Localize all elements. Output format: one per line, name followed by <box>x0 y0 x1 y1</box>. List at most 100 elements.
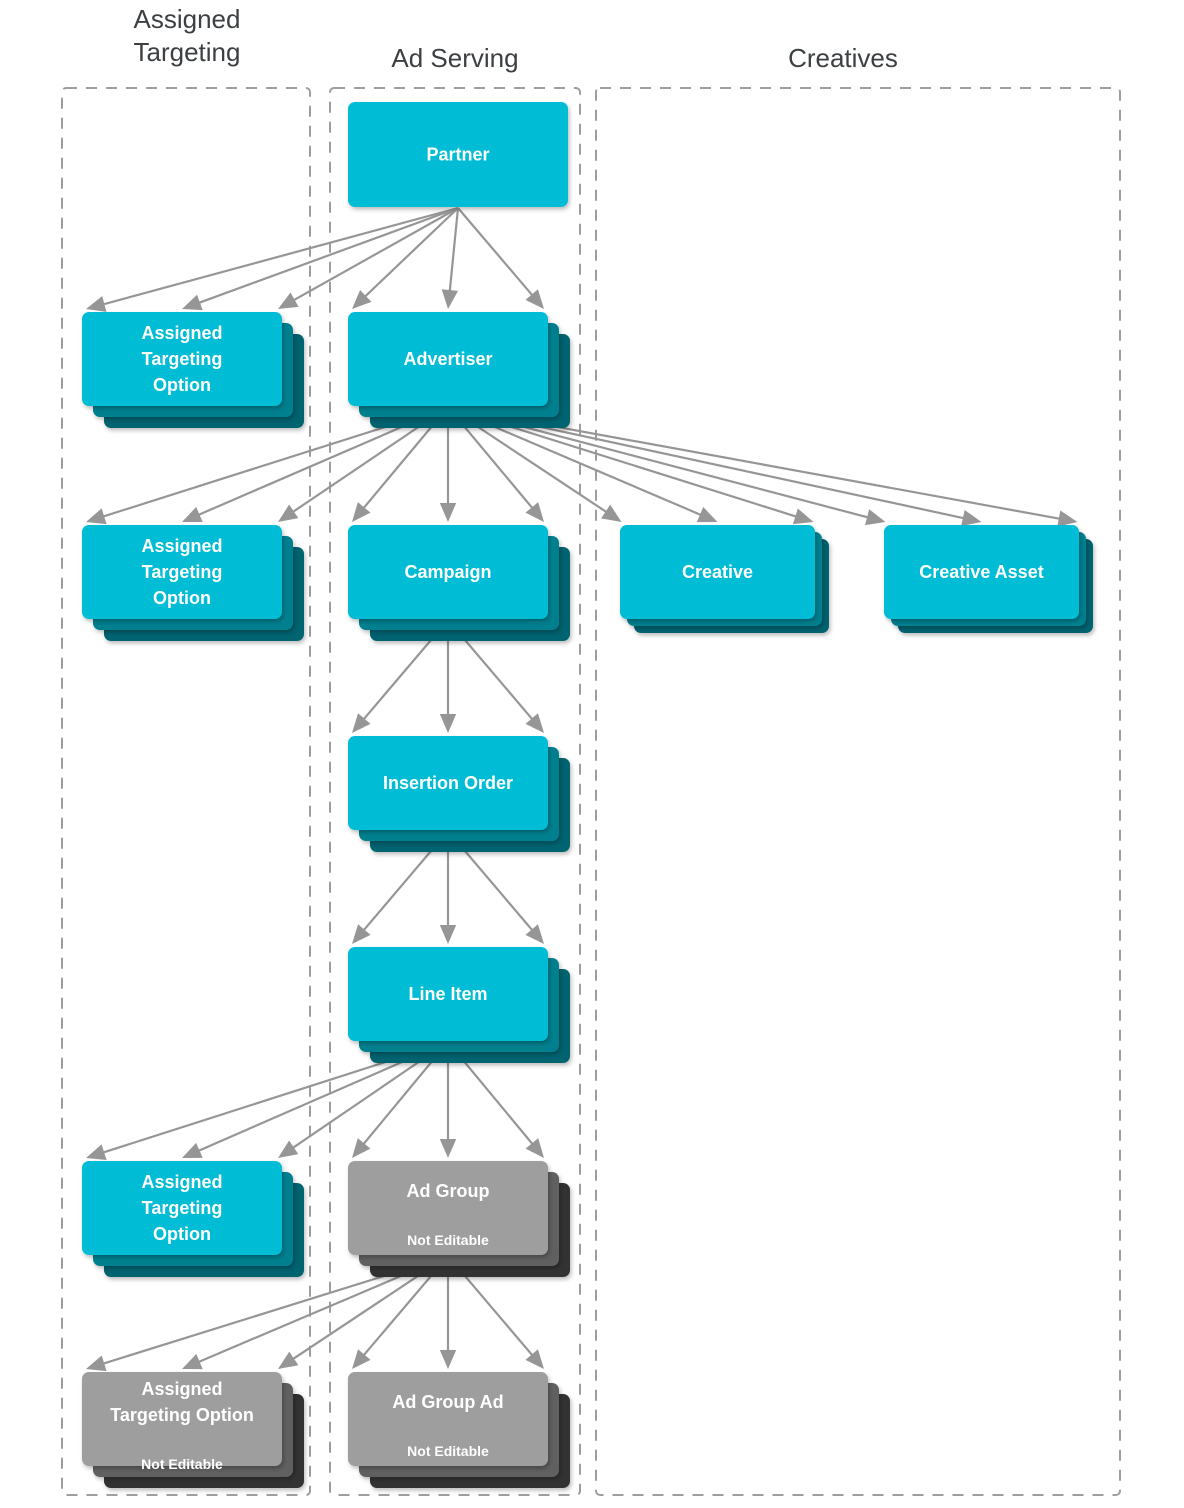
arrowhead-icon <box>278 504 299 522</box>
arrowhead-icon <box>439 1350 457 1369</box>
node-card[interactable] <box>348 102 568 207</box>
arrowhead-icon <box>86 296 107 312</box>
node-card[interactable] <box>348 525 548 619</box>
column-header-ad-serving: Ad Serving <box>391 43 518 73</box>
arrowhead-icon <box>352 502 371 522</box>
arrowhead-icon <box>278 1351 299 1369</box>
edge-line <box>197 206 459 305</box>
node-card[interactable] <box>348 1161 548 1255</box>
arrowhead-icon <box>439 503 457 522</box>
node-title: Assigned <box>141 1172 222 1192</box>
node-title: Targeting <box>142 1198 223 1218</box>
column-header-creatives: Creatives <box>788 43 898 73</box>
node-ad-group-ad[interactable]: Ad Group Ad Not Editable <box>348 1372 570 1488</box>
arrowhead-icon <box>439 925 457 944</box>
arrowhead-icon <box>961 509 982 527</box>
arrowhead-icon <box>525 502 544 522</box>
swimlane-assigned-targeting <box>61 87 311 1496</box>
swimlane-creatives <box>595 87 1121 1496</box>
edge-line <box>363 207 459 299</box>
arrowhead-icon <box>352 289 372 309</box>
node-card[interactable] <box>82 1161 282 1255</box>
node-campaign[interactable]: Campaign <box>348 525 570 641</box>
node-title: Assigned <box>141 1379 222 1399</box>
node-card[interactable] <box>348 736 548 830</box>
arrowhead-icon <box>525 713 544 733</box>
arrowhead-icon <box>525 1138 544 1158</box>
edge-line <box>292 207 459 302</box>
node-title: Option <box>153 588 211 608</box>
arrowhead-icon <box>86 508 107 525</box>
node-card[interactable] <box>620 525 815 619</box>
arrowhead-icon <box>86 1355 107 1372</box>
node-creative-asset[interactable]: Creative Asset <box>884 525 1093 633</box>
edge-partner-to-assigned-targeting-option-partner <box>86 206 459 312</box>
edge-line <box>448 207 460 293</box>
column-header-assigned-targeting: Targeting <box>134 37 241 67</box>
arrowhead-icon <box>439 714 457 733</box>
node-card[interactable] <box>82 312 282 406</box>
arrowhead-icon <box>352 924 371 944</box>
edge-line <box>102 206 459 306</box>
node-title: Option <box>153 375 211 395</box>
arrowhead-icon <box>601 504 622 522</box>
node-card[interactable] <box>348 1372 548 1466</box>
node-line-item[interactable]: Line Item <box>348 947 570 1063</box>
node-card[interactable] <box>348 947 548 1041</box>
node-title: Assigned <box>141 323 222 343</box>
node-card[interactable] <box>348 312 548 406</box>
swimlane-group <box>61 87 1121 1496</box>
node-title: Insertion Order <box>383 773 513 793</box>
node-title: Creative <box>682 562 753 582</box>
arrowhead-icon <box>182 1142 203 1158</box>
edge-partner-to-advertiser <box>352 207 544 309</box>
column-header-assigned-targeting: Assigned <box>134 4 241 34</box>
node-title: Ad Group <box>407 1181 490 1201</box>
node-title: Partner <box>426 145 489 165</box>
node-creative[interactable]: Creative <box>620 525 829 633</box>
node-title: Assigned <box>141 536 222 556</box>
node-card[interactable] <box>82 1372 282 1466</box>
node-not-editable-label: Not Editable <box>407 1443 489 1459</box>
node-title: Option <box>153 1224 211 1244</box>
arrowhead-icon <box>182 294 203 311</box>
node-not-editable-label: Not Editable <box>407 1232 489 1248</box>
arrowhead-icon <box>278 1140 299 1158</box>
node-not-editable-label: Not Editable <box>141 1456 223 1472</box>
node-card[interactable] <box>884 525 1079 619</box>
node-title: Targeting <box>142 349 223 369</box>
node-title: Targeting <box>142 562 223 582</box>
node-insertion-order[interactable]: Insertion Order <box>348 736 570 852</box>
arrowhead-icon <box>86 1144 107 1161</box>
node-advertiser[interactable]: Advertiser <box>348 312 570 428</box>
node-title: Campaign <box>404 562 491 582</box>
arrowhead-icon <box>278 292 299 309</box>
arrowhead-icon <box>182 506 203 522</box>
arrowhead-icon <box>441 289 459 309</box>
arrowhead-icon <box>525 1349 544 1369</box>
node-partner[interactable]: Partner <box>348 102 568 207</box>
arrowhead-icon <box>792 508 814 525</box>
node-group: PartnerAssignedTargetingOptionAdvertiser… <box>82 102 1093 1488</box>
node-card[interactable] <box>82 525 282 619</box>
node-title: Advertiser <box>403 349 492 369</box>
arrowhead-icon <box>352 1138 371 1158</box>
arrowhead-icon <box>352 713 371 733</box>
swimlane-ad-serving <box>329 87 581 1496</box>
node-title: Ad Group Ad <box>392 1392 503 1412</box>
arrowhead-icon <box>182 1354 203 1370</box>
arrowhead-icon <box>696 507 718 523</box>
arrowhead-icon <box>865 509 886 526</box>
arrowhead-icon <box>525 289 544 309</box>
node-title: Targeting Option <box>110 1405 254 1425</box>
node-title: Line Item <box>408 984 487 1004</box>
arrowhead-icon <box>439 1139 457 1158</box>
arrowhead-icon <box>352 1349 371 1369</box>
